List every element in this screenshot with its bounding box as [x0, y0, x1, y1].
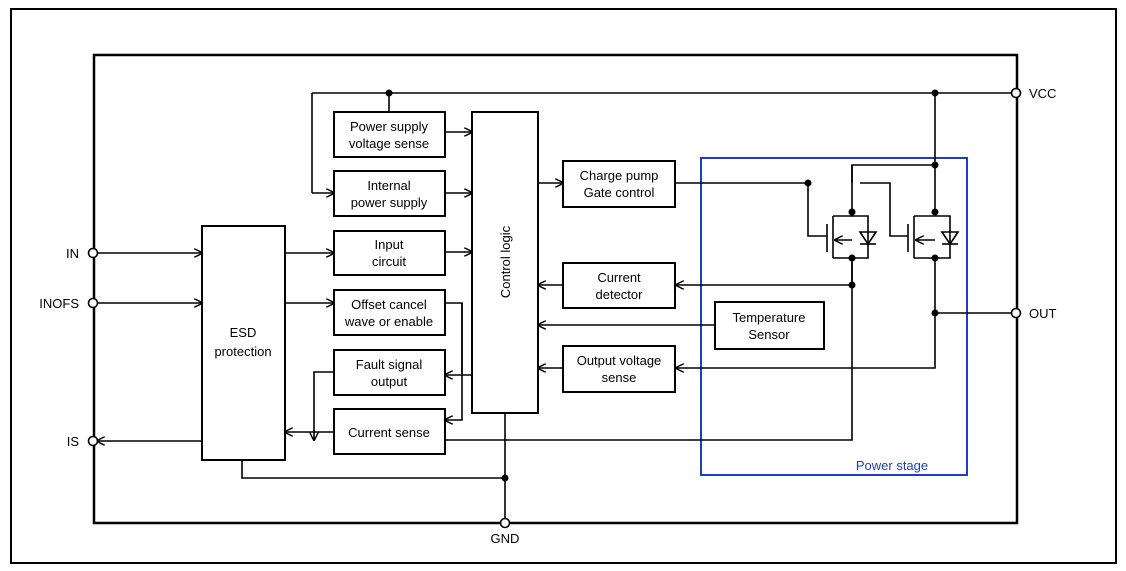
ofs-label-line1: Offset cancel	[351, 297, 427, 312]
input-circuit-block	[333, 230, 446, 276]
ts-label-line1: Temperature	[733, 310, 806, 325]
ovs-label-line2: sense	[602, 370, 637, 385]
internal-power-supply-block	[333, 170, 446, 217]
flt-label-line2: output	[371, 374, 408, 389]
pin-terminals	[87, 87, 1022, 529]
esd-label-line2: protection	[214, 344, 271, 359]
pin-out-label: OUT	[1029, 306, 1057, 321]
power-supply-voltage-sense-block	[333, 111, 446, 158]
junction-dots	[385, 89, 939, 482]
pin-in-label: IN	[66, 246, 79, 261]
pin-inofs-label: INOFS	[39, 296, 79, 311]
inc-label-line2: circuit	[372, 254, 406, 269]
cp-label-line2: Gate control	[584, 185, 655, 200]
block-rects	[201, 111, 825, 461]
pin-in-terminal	[87, 247, 99, 259]
current-detector-block	[562, 262, 676, 309]
pin-vcc-terminal	[1010, 87, 1022, 99]
flt-label-line1: Fault signal	[356, 357, 423, 372]
pin-gnd-terminal	[499, 517, 511, 529]
cp-label-line1: Charge pump	[580, 168, 659, 183]
esd-label-line1: ESD	[230, 325, 257, 340]
charge-pump-block	[562, 160, 676, 208]
psv-label-line1: Power supply	[350, 119, 429, 134]
ips-label-line1: Internal	[367, 178, 410, 193]
outer-frame	[10, 8, 1117, 564]
control-logic-label: Control logic	[498, 225, 513, 298]
pin-gnd-label: GND	[491, 531, 520, 546]
fault-signal-output-block	[333, 349, 446, 396]
pin-inofs-terminal	[87, 297, 99, 309]
cs-label: Current sense	[348, 425, 430, 440]
power-stage-label: Power stage	[856, 458, 928, 473]
current-sense-block	[333, 408, 446, 455]
wires	[97, 92, 1011, 520]
temperature-sensor-block	[714, 301, 825, 350]
control-logic-block	[471, 111, 539, 414]
cd-label-line1: Current	[597, 270, 641, 285]
output-voltage-sense-block	[562, 345, 676, 393]
psv-label-line2: voltage sense	[349, 136, 429, 151]
ts-label-line2: Sensor	[748, 327, 790, 342]
ofs-label-line2: wave or enable	[344, 314, 433, 329]
power-stage-region	[700, 157, 968, 476]
pin-vcc-label: VCC	[1029, 86, 1056, 101]
offset-cancel-block	[333, 289, 446, 336]
cd-label-line2: detector	[596, 287, 644, 302]
chip-outline	[92, 53, 1019, 525]
pin-out-terminal	[1010, 307, 1022, 319]
ovs-label-line1: Output voltage	[577, 353, 662, 368]
ips-label-line2: power supply	[351, 195, 428, 210]
pin-is-label: IS	[67, 434, 80, 449]
pin-is-terminal	[87, 435, 99, 447]
esd-protection-block	[201, 225, 286, 461]
inc-label-line1: Input	[375, 237, 404, 252]
